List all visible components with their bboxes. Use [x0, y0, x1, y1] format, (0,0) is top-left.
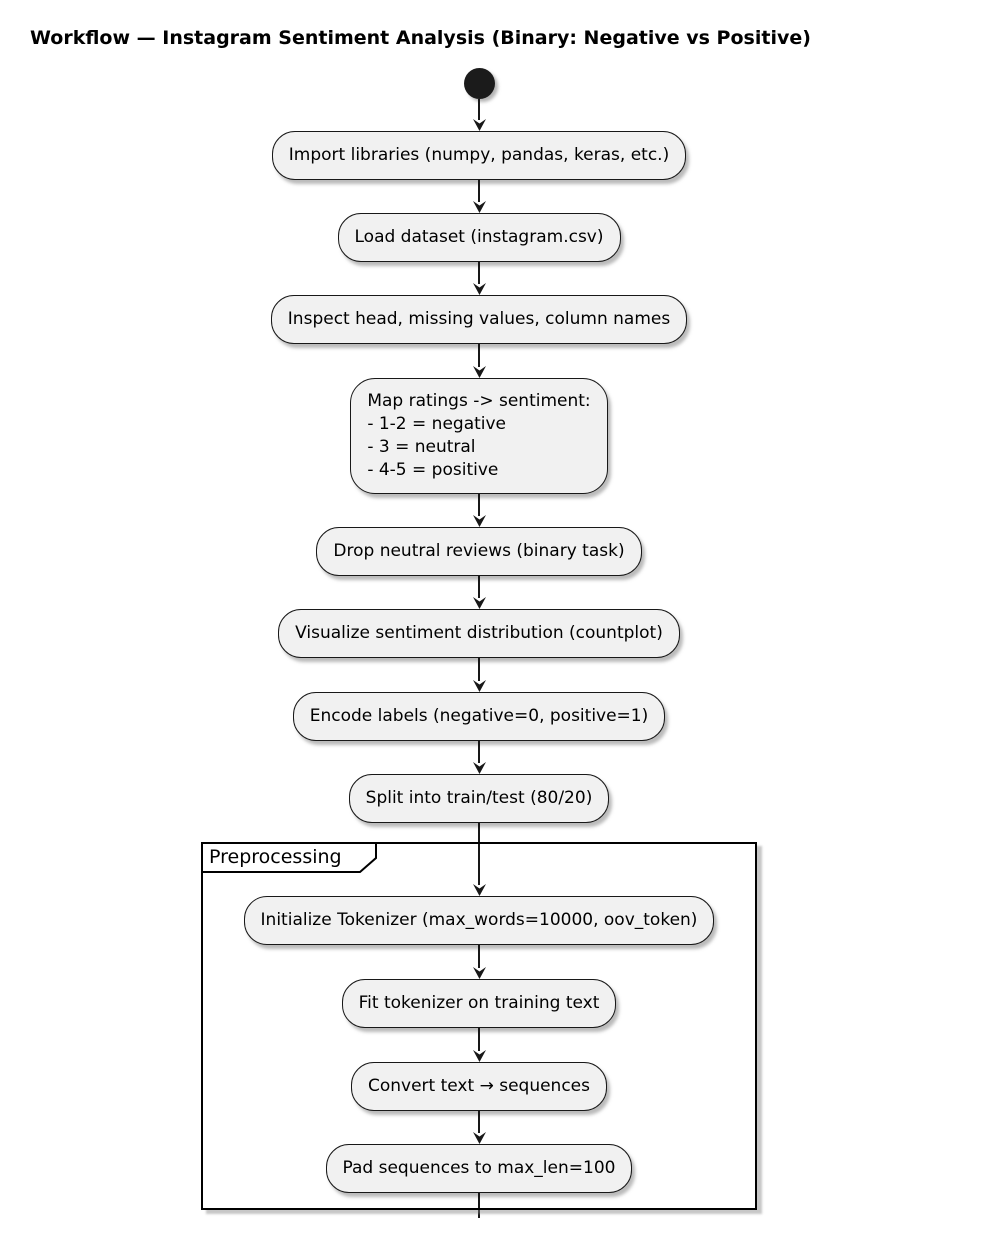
connector-line [478, 494, 480, 516]
arrow-down-icon [472, 1050, 486, 1062]
connector-line [478, 945, 480, 968]
flow-connector [472, 344, 487, 378]
node-load-dataset: Load dataset (instagram.csv) [337, 213, 621, 262]
flow-connector [472, 262, 487, 295]
start-node [463, 68, 495, 99]
flow-connector [472, 180, 487, 213]
arrow-down-icon [472, 762, 486, 774]
node-text-line: - 1-2 = negative [367, 414, 507, 434]
node-drop-neutral: Drop neutral reviews (binary task) [316, 527, 642, 576]
flow-connector [478, 823, 480, 842]
partition-preprocessing: Preprocessing Initialize Tokenizer (max_… [201, 842, 757, 1210]
flow-connector [478, 1210, 480, 1218]
flow-spine: Import libraries (numpy, pandas, keras, … [201, 68, 757, 1218]
flow-connector [472, 945, 487, 979]
connector-line [478, 844, 480, 885]
connector-line [478, 180, 480, 202]
flow-connector [472, 1028, 487, 1062]
node-split-train-test: Split into train/test (80/20) [348, 774, 610, 823]
connector-line [478, 344, 480, 367]
diagram-title: Workflow — Instagram Sentiment Analysis … [30, 27, 811, 49]
flow-connector [472, 658, 487, 692]
connector-line [478, 262, 480, 284]
partition-tab: Preprocessing [201, 842, 377, 873]
node-text-line: Map ratings -> sentiment: [367, 391, 591, 411]
connector-line [478, 658, 480, 681]
arrow-down-icon [472, 884, 486, 896]
connector-line [478, 1193, 480, 1208]
arrow-down-icon [472, 1132, 486, 1144]
node-convert-sequences: Convert text → sequences [350, 1062, 607, 1111]
connector-line [478, 1028, 480, 1051]
node-text-line: - 3 = neutral [367, 437, 476, 457]
node-visualize-distribution: Visualize sentiment distribution (countp… [278, 609, 680, 658]
arrow-down-icon [472, 201, 486, 213]
node-text-line: - 4-5 = positive [367, 460, 499, 480]
arrow-down-icon [472, 967, 486, 979]
connector-line [478, 1210, 480, 1218]
partition-label: Preprocessing [209, 846, 342, 868]
node-fit-tokenizer: Fit tokenizer on training text [341, 979, 617, 1028]
connector-line [478, 576, 480, 598]
arrow-down-icon [472, 119, 486, 131]
node-import-libraries: Import libraries (numpy, pandas, keras, … [271, 131, 687, 180]
flow-connector [472, 741, 487, 774]
partition-tab-shape [201, 842, 377, 873]
flow-connector [472, 1111, 487, 1144]
node-map-ratings: Map ratings -> sentiment: - 1-2 = negati… [350, 378, 608, 494]
connector-line [478, 1111, 480, 1133]
connector-line [478, 99, 480, 120]
arrow-down-icon [472, 366, 486, 378]
flow-connector [472, 844, 487, 896]
flow-connector [472, 576, 487, 609]
flow-connector [472, 494, 487, 527]
arrow-down-icon [472, 680, 486, 692]
arrow-down-icon [472, 515, 486, 527]
connector-line [478, 823, 480, 842]
node-initialize-tokenizer: Initialize Tokenizer (max_words=10000, o… [243, 896, 715, 945]
arrow-down-icon [472, 283, 486, 295]
flow-connector [478, 1193, 480, 1208]
node-inspect-data: Inspect head, missing values, column nam… [270, 295, 688, 344]
node-encode-labels: Encode labels (negative=0, positive=1) [292, 692, 666, 741]
flow-connector [472, 99, 487, 131]
connector-line [478, 741, 480, 763]
arrow-down-icon [472, 597, 486, 609]
node-pad-sequences: Pad sequences to max_len=100 [325, 1144, 633, 1193]
